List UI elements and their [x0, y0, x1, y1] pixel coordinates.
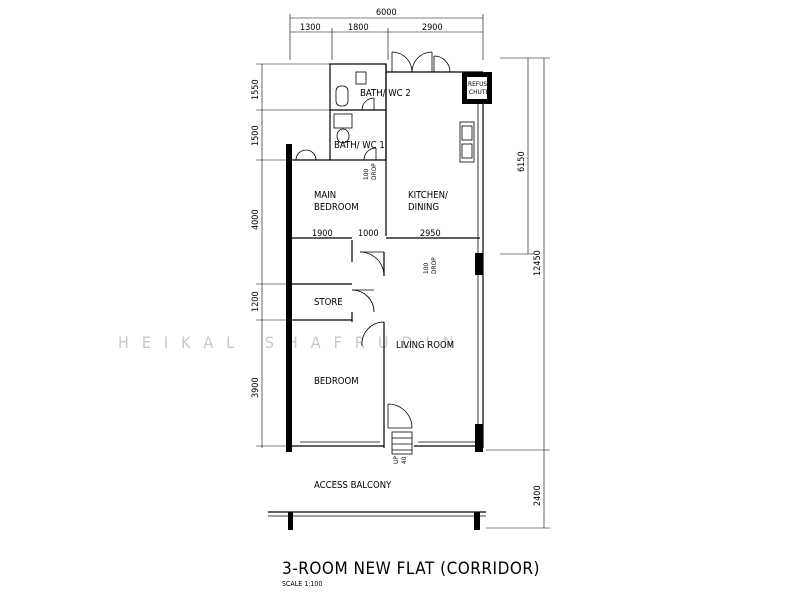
room-labels: BATH/ WC 2 BATH/ WC 1 KITCHEN/ DINING MA… — [314, 80, 491, 491]
label-refuse-chute-1: REFUSE — [468, 80, 491, 88]
dim-top-total: 6000 — [376, 8, 397, 18]
note-up-a: UP — [392, 456, 400, 464]
label-refuse-chute-2: CHUTE — [469, 88, 489, 96]
fixtures — [333, 71, 492, 163]
plan-title: 3-ROOM NEW FLAT (CORRIDOR) — [282, 559, 540, 579]
left-dimensions: 1550 1500 4000 1200 3900 — [251, 63, 330, 448]
watermark-text: HEIKAL SHAFRUDIN — [118, 333, 466, 352]
dim-top-a: 1300 — [300, 23, 321, 33]
label-bath-wc-1: BATH/ WC 1 — [334, 140, 385, 151]
dim-right-a: 6150 — [517, 151, 527, 172]
level-notes: 100 DROP 100 DROP UP 40 — [362, 163, 438, 464]
dim-left-2: 1500 — [251, 125, 261, 146]
note-drop-1a: 100 — [362, 169, 370, 180]
dim-top-b: 1800 — [348, 23, 369, 33]
label-main-bedroom-2: BEDROOM — [314, 202, 359, 213]
label-main-bedroom-1: MAIN — [314, 190, 336, 201]
dim-mid-c: 2950 — [420, 229, 441, 239]
label-kitchen-2: DINING — [408, 202, 439, 213]
dim-right-b: 2400 — [533, 485, 543, 506]
label-bath-wc-2: BATH/ WC 2 — [360, 88, 411, 99]
walls — [268, 63, 486, 530]
label-bedroom: BEDROOM — [314, 376, 359, 387]
dim-top-c: 2900 — [422, 23, 443, 33]
right-dimensions: 6150 12450 2400 — [486, 57, 550, 529]
label-store: STORE — [314, 297, 343, 308]
note-drop-2a: 100 — [422, 263, 430, 274]
note-drop-2b: DROP — [430, 257, 438, 274]
label-living-room: LIVING ROOM — [396, 340, 454, 351]
dim-left-3: 4000 — [251, 209, 261, 230]
dim-mid-a: 1900 — [312, 229, 333, 239]
dim-mid-b: 1000 — [358, 229, 379, 239]
top-dimensions: 6000 1300 1800 2900 — [289, 8, 484, 60]
note-drop-1b: DROP — [370, 163, 378, 180]
dim-left-4: 1200 — [251, 291, 261, 312]
label-kitchen-1: KITCHEN/ — [408, 190, 448, 201]
label-access-balcony: ACCESS BALCONY — [314, 480, 392, 491]
dim-left-5: 3900 — [251, 377, 261, 398]
note-up-b: 40 — [400, 456, 408, 464]
dim-left-1: 1550 — [251, 79, 261, 100]
doors-windows — [295, 51, 476, 455]
plan-scale: SCALE 1:100 — [282, 580, 322, 588]
dim-right-total: 12450 — [533, 250, 543, 276]
middle-dimensions: 1900 1000 2950 — [312, 229, 441, 239]
